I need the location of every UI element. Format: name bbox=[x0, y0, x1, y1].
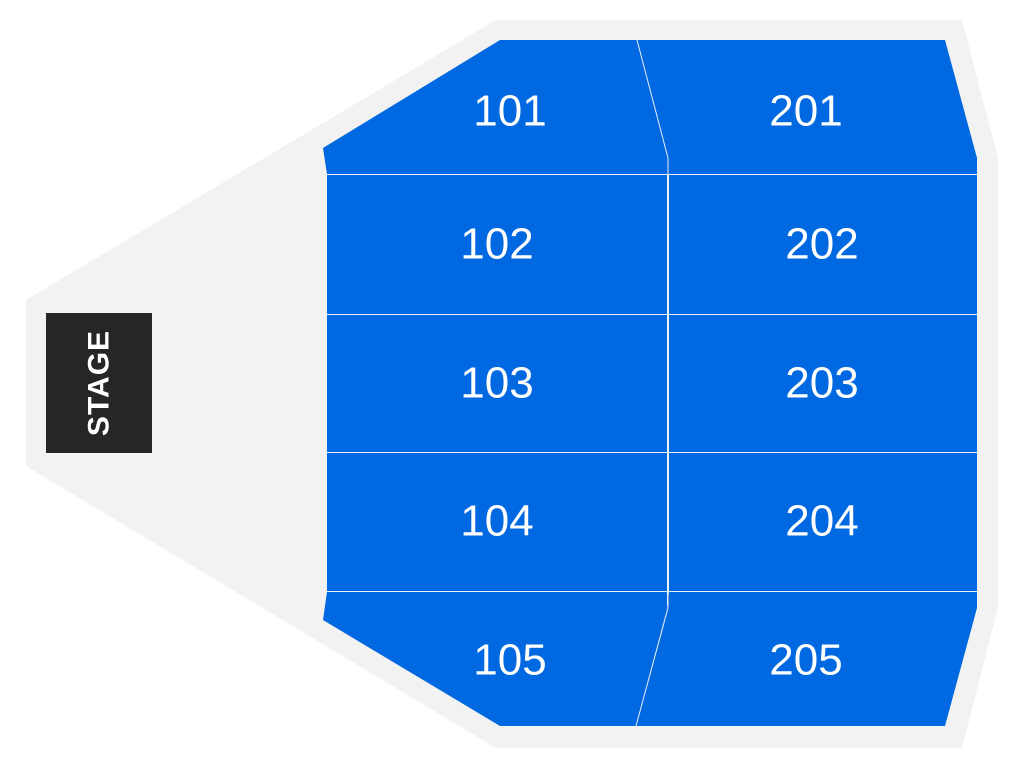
section-104[interactable]: 104 bbox=[327, 453, 667, 591]
section-103[interactable]: 103 bbox=[327, 315, 667, 452]
stage-label: STAGE bbox=[83, 330, 116, 436]
stage: STAGE bbox=[46, 313, 152, 453]
sections: 101 201 102 202 103 203 bbox=[323, 40, 977, 726]
section-204[interactable]: 204 bbox=[669, 453, 977, 591]
section-202[interactable]: 202 bbox=[669, 175, 977, 314]
section-203[interactable]: 203 bbox=[669, 315, 977, 452]
section-102[interactable]: 102 bbox=[327, 175, 667, 314]
section-201[interactable]: 201 bbox=[637, 40, 977, 174]
section-dividers bbox=[327, 39, 977, 727]
section-205[interactable]: 205 bbox=[636, 592, 977, 726]
